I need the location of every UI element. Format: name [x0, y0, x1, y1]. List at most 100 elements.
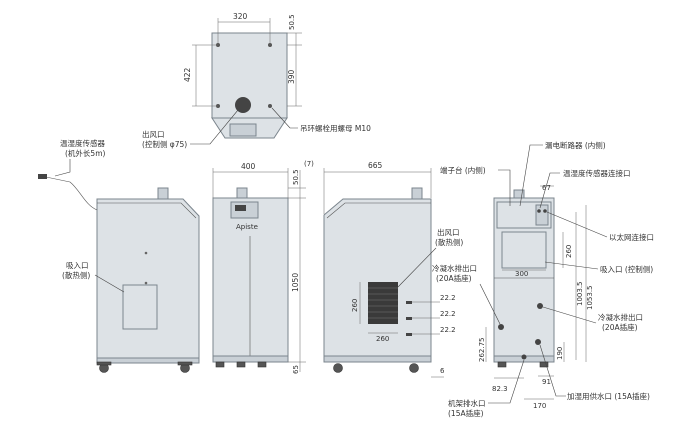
label-exhaust-sub: (控制侧 φ75)	[142, 139, 187, 149]
caster	[215, 361, 225, 368]
intake-grille	[122, 284, 158, 330]
leader-terminal	[498, 169, 511, 206]
label-terminal: 端子台 (内侧)	[440, 165, 486, 175]
grille-slats	[368, 287, 398, 319]
caster-plate	[177, 361, 193, 366]
leader-frame-drain	[488, 359, 525, 404]
label-cond-right-sub: (20A插座)	[602, 322, 638, 332]
leader-exhaust-side	[397, 247, 437, 288]
dim-port-3: 22.2	[440, 326, 456, 334]
left-view-top-box	[157, 187, 169, 200]
side-view-base	[323, 355, 432, 363]
sensor-connector	[537, 209, 541, 213]
dim-total: 170	[533, 402, 546, 410]
label-frame-drain: 机架排水口	[448, 398, 486, 408]
dim-h1: 1003.5	[576, 282, 584, 307]
top-view-panel	[229, 123, 257, 137]
leader-breaker	[519, 144, 543, 207]
sensor-cable	[45, 176, 98, 211]
front-view-base	[212, 355, 289, 363]
intake-panel	[501, 231, 547, 269]
dim-bottom: 65	[292, 365, 300, 374]
label-ethernet: 以太网连接口	[609, 232, 654, 242]
leader-sensor	[54, 159, 71, 177]
cond-drain-right	[537, 303, 543, 309]
leader-cond-left	[479, 283, 501, 325]
screw	[144, 251, 148, 255]
exhaust-hole	[235, 97, 251, 113]
caster	[236, 361, 246, 368]
left-view-base	[96, 357, 200, 364]
caster-wheel	[333, 363, 343, 373]
rear-view: 67 300 260 1003.5 1053.5 190 262.75 82.3…	[432, 140, 654, 418]
humid-supply-port	[535, 339, 541, 345]
dim-grille-width: 260	[376, 335, 389, 343]
label-eyebolt: 吊环螺栓用螺母 M10	[300, 123, 371, 133]
leader-humid-supply	[539, 344, 566, 397]
port	[406, 333, 412, 336]
rear-view-top-box	[513, 189, 525, 199]
label-exhaust-side-sub: (散热侧)	[435, 237, 463, 247]
display-screen	[235, 205, 246, 211]
dim-depth: 422	[183, 67, 192, 82]
eyebolt-nut	[268, 104, 272, 108]
ethernet-connector	[543, 209, 547, 213]
left-view-body	[96, 198, 200, 363]
caster	[497, 361, 507, 368]
front-view: Apiste 400 50.5 (7) 1050 65	[212, 160, 314, 374]
caster	[257, 361, 267, 368]
label-exhaust-side: 出风口	[437, 227, 460, 237]
leader-sensor-conn	[539, 172, 560, 209]
dim-left-height: 262.75	[478, 338, 486, 363]
label-sensor: 温湿度传感器	[60, 138, 105, 148]
label-intake-ctrl: 吸入口 (控制侧)	[600, 264, 653, 274]
label-sensor-conn: 温湿度传感器连接口	[563, 168, 631, 178]
port	[406, 317, 412, 320]
label-humid-supply: 加湿用供水口 (15A插座)	[567, 391, 650, 401]
side-view-top-box	[411, 187, 423, 200]
label-intake-sub: (散热侧)	[62, 270, 90, 280]
side-view-body	[323, 198, 432, 363]
dim-h2: 1053.5	[586, 286, 594, 311]
side-view-edge	[326, 202, 431, 219]
leader-intake	[94, 274, 125, 293]
leader-exhaust	[190, 109, 239, 145]
leader-ethernet	[546, 211, 608, 238]
leader-eyebolt	[271, 107, 298, 129]
dim-depth: 665	[368, 161, 383, 170]
label-exhaust: 出风口	[142, 129, 165, 139]
front-view-top-box	[236, 187, 248, 199]
label-intake: 吸入口	[66, 261, 89, 270]
label-cond-left: 冷凝水排出口	[432, 263, 477, 273]
cond-drain-left	[498, 324, 504, 330]
dim-offset-top: 50.5	[288, 14, 296, 30]
dim-panel-height: 260	[565, 245, 573, 258]
label-sensor-sub: (机外长5m)	[65, 148, 106, 158]
brand-logo: Apiste	[236, 223, 258, 231]
dim-top-offset: 67	[542, 184, 551, 192]
port	[406, 301, 412, 304]
screw	[144, 281, 148, 285]
dim-height: 1050	[291, 273, 300, 292]
label-frame-drain-sub: (15A插座)	[448, 408, 484, 418]
dim-h3: 190	[556, 347, 564, 360]
dim-port-1: 22.2	[440, 294, 456, 302]
dim-port-2: 22.2	[440, 310, 456, 318]
frame-drain-port	[521, 354, 527, 360]
label-cond-left-sub: (20A插座)	[436, 273, 472, 283]
dim-width: 320	[233, 12, 248, 21]
label-breaker: 漏电断路器 (内侧)	[545, 140, 606, 150]
top-view: 320 422 50.5 390 出风口 (控制侧 φ75) 吊环螺栓用螺母 M…	[142, 12, 371, 149]
label-cond-right: 冷凝水排出口	[598, 312, 643, 322]
dim-top: 50.5	[292, 169, 300, 185]
side-view: 665 260 260 22.2 22.2 22.2 6 出风口 (散热侧)	[323, 161, 463, 378]
leader-cond-right	[542, 306, 597, 324]
front-view-body	[212, 197, 289, 363]
leader-intake-ctrl	[544, 261, 599, 270]
dim-panel-width: 300	[515, 270, 528, 278]
dim-offset-right: 390	[287, 69, 296, 84]
dim-bottom: 6	[440, 367, 445, 375]
caster-plate	[96, 361, 112, 366]
